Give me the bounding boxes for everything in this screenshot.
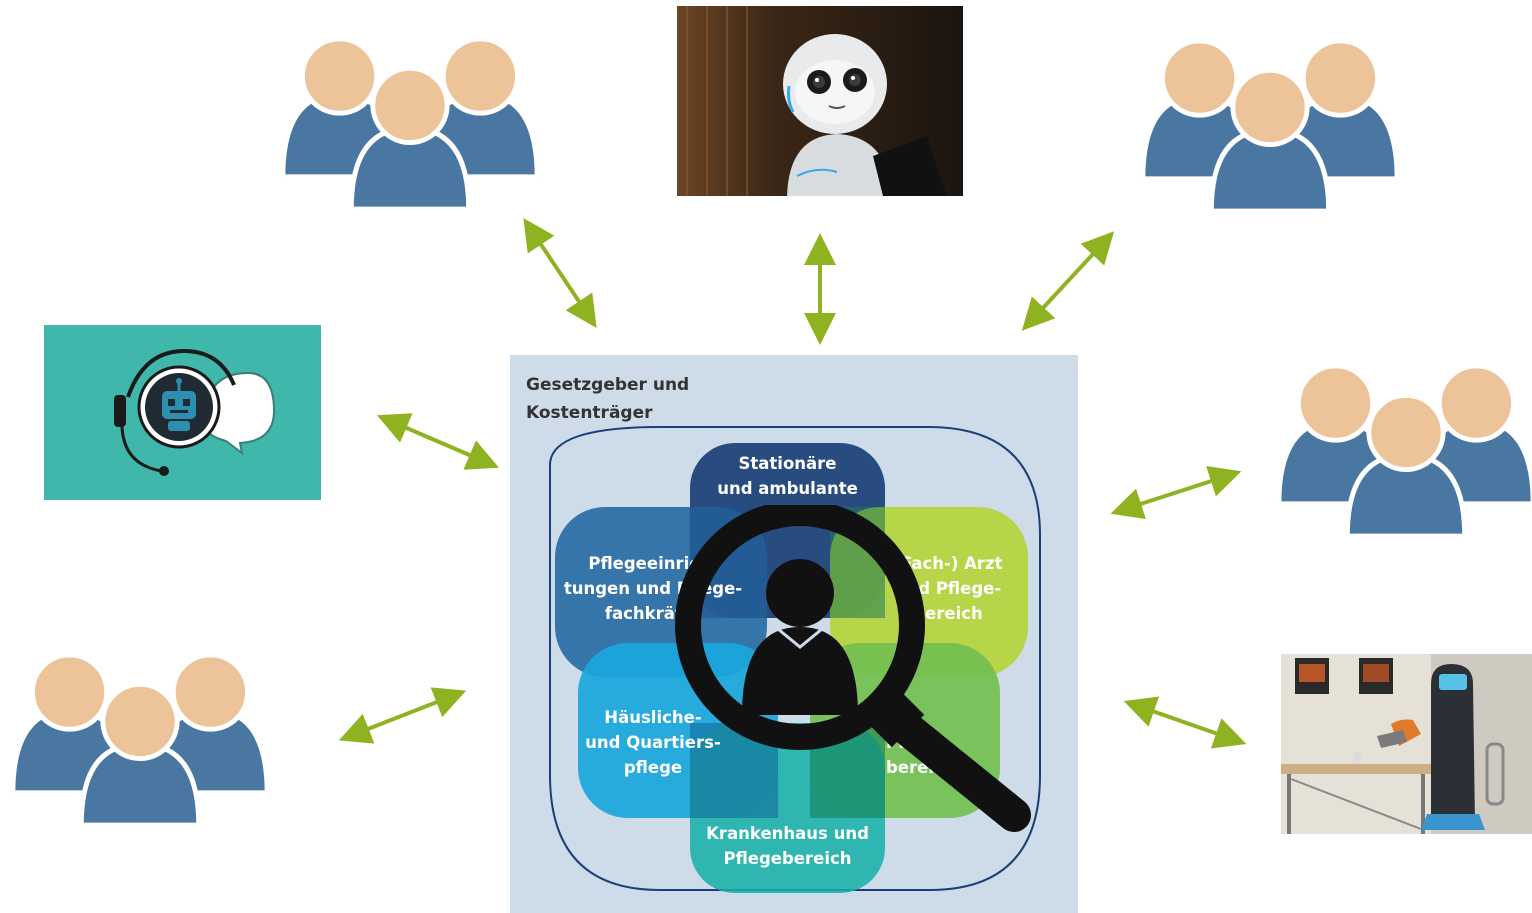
arrow-top-left bbox=[523, 218, 597, 328]
arrow-left bbox=[376, 413, 500, 470]
petal-label-lower-left: Häusliche- und Quartiers- pflege bbox=[585, 708, 721, 777]
panel-title: Gesetzgeber und Kostenträger bbox=[526, 375, 690, 423]
humanoid-robot-photo bbox=[677, 6, 963, 196]
arrow-top-right bbox=[1021, 231, 1115, 331]
arrow-right bbox=[1110, 465, 1242, 520]
service-robot-photo bbox=[1281, 654, 1532, 834]
chatbot-headset-icon bbox=[44, 325, 321, 500]
petal-diagram bbox=[549, 426, 1041, 893]
arrow-bottom-left bbox=[338, 687, 467, 744]
care-network-panel: Gesetzgeber und Kostenträger Stationäre … bbox=[510, 355, 1078, 913]
arrow-bottom-right bbox=[1123, 696, 1247, 749]
petal-label-upper-right: (Fach-) Arzt und Pflege- bereich bbox=[893, 554, 1003, 623]
magnifier-person-icon bbox=[675, 505, 1031, 832]
petal-label-bottom: Krankenhaus und Pflegebereich bbox=[706, 824, 869, 868]
